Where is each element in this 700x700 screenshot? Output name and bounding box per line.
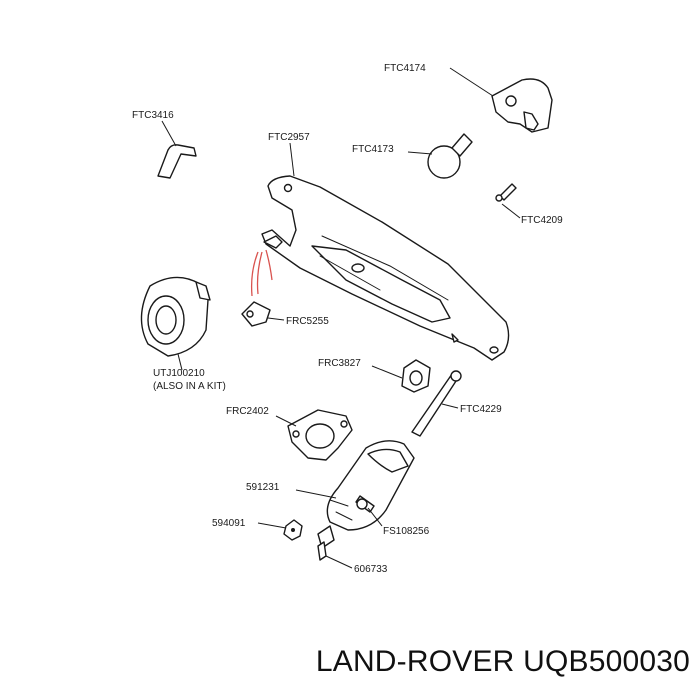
label-594091: 594091 (212, 518, 246, 529)
part-591231: 591231 (246, 440, 415, 531)
part-ftc4209: FTC4209 (495, 183, 563, 226)
label-ftc4173: FTC4173 (352, 144, 394, 155)
part-ftc4174: FTC4174 (384, 63, 553, 133)
label-frc2402: FRC2402 (226, 406, 269, 417)
label-frc3827: FRC3827 (318, 358, 361, 369)
label-ftc4174: FTC4174 (384, 63, 426, 74)
label-utj-line1: UTJ100210 (153, 368, 205, 379)
part-ftc3416: FTC3416 (132, 110, 197, 179)
spring-wire (250, 249, 273, 297)
label-ftc2957: FTC2957 (268, 132, 310, 143)
part-ftc4229: FTC4229 (411, 370, 502, 437)
label-ftc4229: FTC4229 (460, 404, 502, 415)
label-utj-line2: (ALSO IN A KIT) (153, 381, 226, 392)
part-utj100210: UTJ100210 (ALSO IN A KIT) (140, 276, 226, 392)
part-frc5255: FRC5255 (241, 301, 329, 327)
part-frc2402: FRC2402 (226, 406, 353, 461)
brand-part-number: LAND-ROVER UQB500030 (315, 645, 690, 678)
label-frc5255: FRC5255 (286, 316, 329, 327)
part-fs108256: FS108256 (355, 495, 430, 537)
part-ftc2957: FTC2957 (261, 132, 510, 361)
label-606733: 606733 (354, 564, 388, 575)
label-ftc4209: FTC4209 (521, 215, 563, 226)
part-ftc4173: FTC4173 (352, 133, 473, 179)
part-606733: 606733 (317, 525, 388, 575)
part-frc3827: FRC3827 (318, 358, 431, 393)
label-ftc3416: FTC3416 (132, 110, 174, 121)
label-fs108256: FS108256 (383, 526, 430, 537)
label-591231: 591231 (246, 482, 280, 493)
part-594091: 594091 (212, 518, 303, 541)
